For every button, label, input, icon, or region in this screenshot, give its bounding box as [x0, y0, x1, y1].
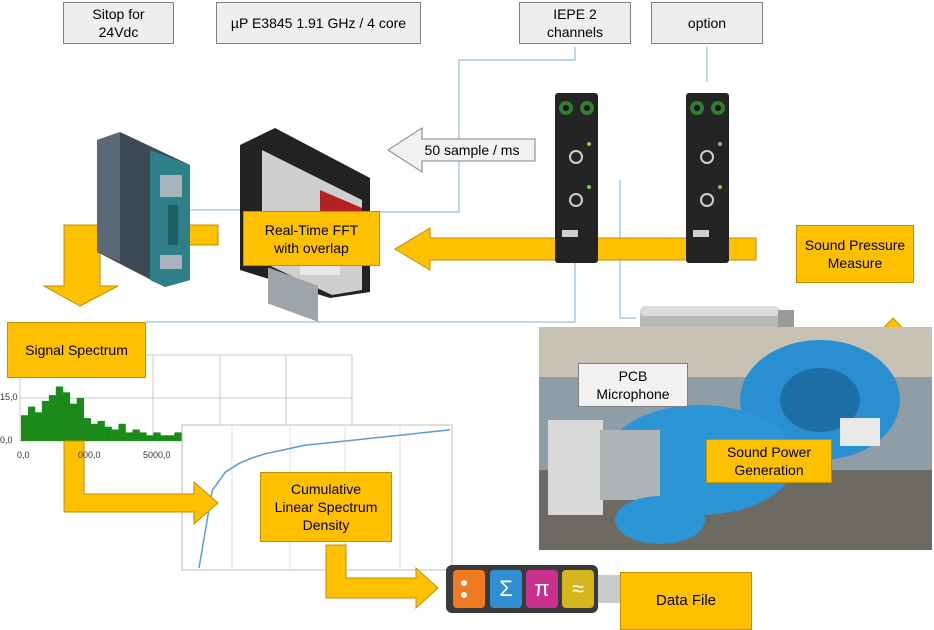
option-label: option — [651, 2, 763, 44]
spectrum-bar — [34, 412, 43, 441]
spectrum-bar — [41, 400, 50, 441]
sample-rate-arrow — [387, 127, 536, 173]
sitop-label: Sitop for 24Vdc — [63, 2, 174, 44]
connection-wires — [146, 47, 708, 323]
spectrum-wire — [146, 262, 576, 323]
pcb-microphone-label: PCB Microphone — [578, 363, 688, 407]
logo-approx-key: ≈ — [571, 576, 585, 601]
spectrum-xtick-mid: 000,0 — [78, 450, 101, 460]
spectrum-bar — [90, 423, 98, 441]
spectrum-bar — [21, 415, 29, 441]
signal-spectrum-label: Signal Spectrum — [7, 322, 146, 378]
spectrum-bar — [139, 432, 147, 441]
spectrum-bar — [153, 432, 161, 441]
iepe-module-1-image — [555, 93, 598, 263]
fft-label: Real-Time FFT with overlap — [243, 211, 380, 266]
iepe-wire — [365, 47, 576, 213]
arrow-cumulative-to-datafile — [325, 544, 439, 610]
cumulative-line — [198, 429, 451, 569]
spectrum-xtick-5000: 5000,0 — [143, 450, 171, 460]
spectrum-ytick-15: 15,0 — [0, 392, 18, 402]
data-file-logo-image — [446, 565, 622, 613]
arrow-spectrum-to-cumulative — [63, 440, 219, 526]
mic-wire — [619, 180, 636, 319]
sitop-power-supply-image — [97, 132, 190, 287]
cpu-label: µP E3845 1.91 GHz / 4 core — [216, 2, 421, 44]
spectrum-bar — [111, 429, 119, 441]
spectrum-bar — [167, 435, 175, 441]
spectrum-bar — [132, 429, 140, 441]
spectrum-bar — [83, 418, 91, 441]
spectrum-bar — [118, 423, 126, 441]
logo-sigma-key: Σ — [499, 576, 513, 601]
spectrum-bar — [48, 395, 57, 441]
sound-power-label: Sound Power Generation — [706, 439, 832, 483]
logo-pi-key: π — [534, 576, 550, 601]
iepe-label: IEPE 2 channels — [519, 2, 631, 44]
spectrum-bar — [76, 398, 84, 441]
spectrum-bar — [62, 392, 71, 441]
cumulative-label: Cumulative Linear Spectrum Density — [260, 472, 392, 542]
data-file-label: Data File — [620, 572, 752, 630]
spectrum-bar — [174, 432, 182, 441]
sample-rate-label: 50 sample / ms — [424, 142, 520, 158]
spectrum-bar — [55, 386, 64, 441]
sound-pressure-label: Sound Pressure Measure — [796, 225, 914, 283]
cumulative-series — [198, 429, 451, 569]
spectrum-bar — [28, 406, 36, 441]
spectrum-bar — [104, 426, 112, 441]
spectrum-bar — [146, 435, 154, 441]
spectrum-ytick-0: 0,0 — [0, 435, 13, 445]
spectrum-bar — [69, 403, 78, 441]
iepe-module-2-image — [686, 93, 729, 263]
spectrum-bar — [125, 432, 133, 441]
spectrum-bar — [160, 435, 168, 441]
spectrum-xtick-0: 0,0 — [17, 450, 30, 460]
spectrum-bar — [97, 420, 105, 441]
sound-power-plant-image — [539, 327, 932, 550]
